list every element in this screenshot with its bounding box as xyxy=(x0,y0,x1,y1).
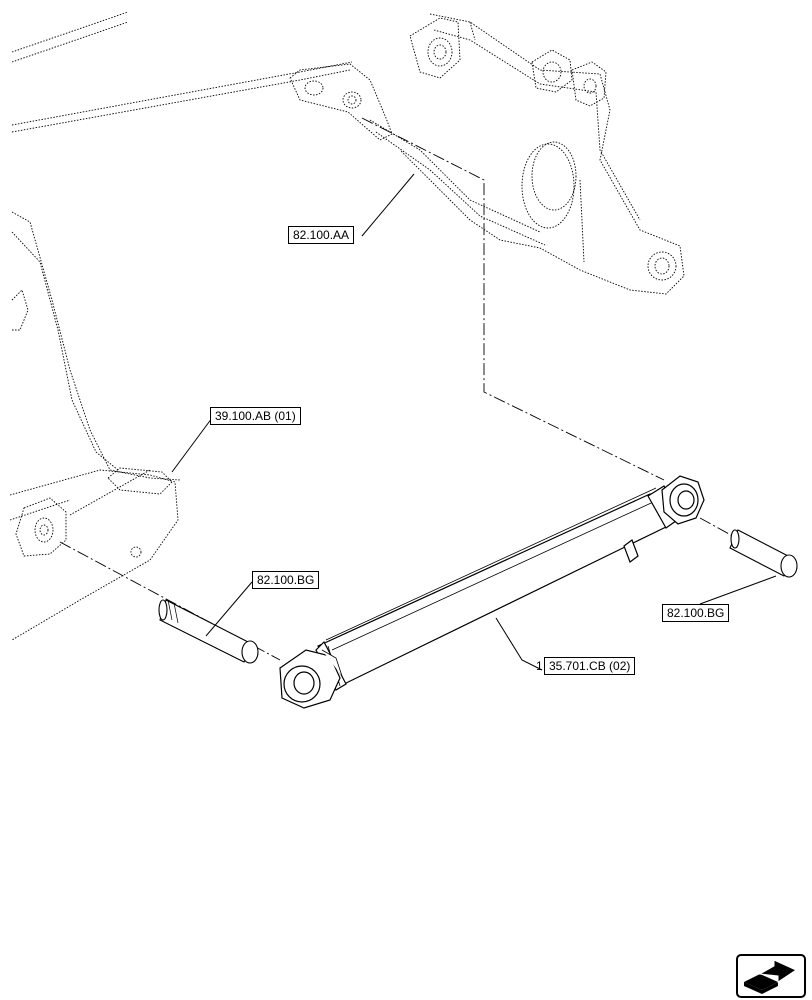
cylinder-item-number: 1 xyxy=(536,659,543,673)
hydraulic-cylinder xyxy=(279,475,705,709)
callout-pin-right-ref[interactable]: 82.100.BG xyxy=(662,604,730,622)
callout-chassis-ref[interactable]: 39.100.AB (01) xyxy=(210,407,301,425)
pin-right xyxy=(729,529,798,578)
chassis-frame xyxy=(9,211,181,641)
leader-lines xyxy=(171,173,777,671)
callout-frame-ref[interactable]: 82.100.AA xyxy=(288,226,355,244)
assembly-centerlines xyxy=(59,117,741,661)
loader-frame xyxy=(11,11,685,295)
callout-cylinder-ref[interactable]: 35.701.CB (02) xyxy=(544,657,636,675)
next-page-arrow-icon xyxy=(744,959,798,994)
pin-left xyxy=(158,599,259,664)
callout-pin-left-ref[interactable]: 82.100.BG xyxy=(252,571,320,589)
next-page-button[interactable] xyxy=(736,954,806,998)
